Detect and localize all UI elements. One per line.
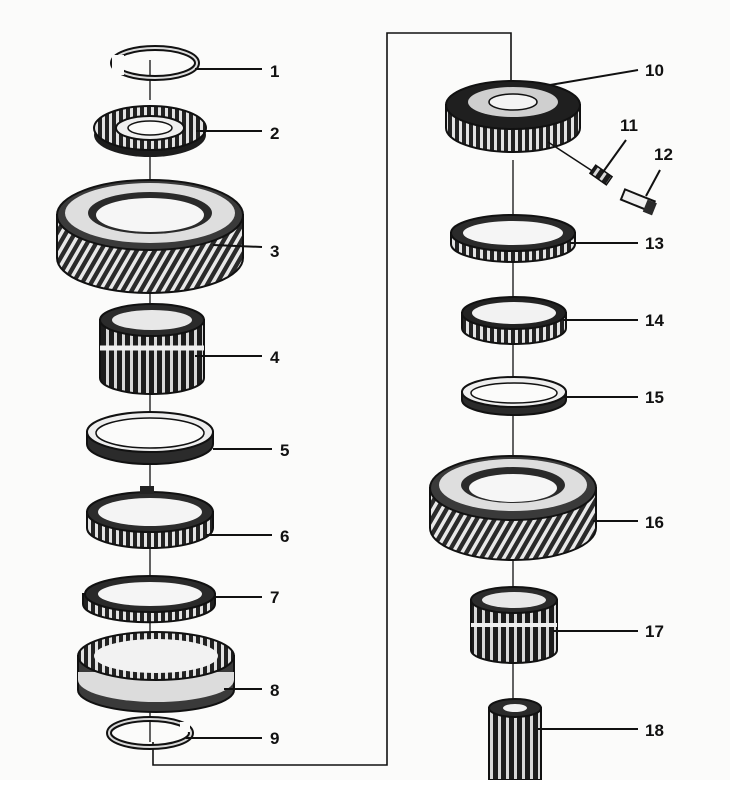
callout-7: 7 — [270, 588, 279, 607]
part-8-clutch-sleeve — [77, 631, 235, 713]
callout-6: 6 — [280, 527, 289, 546]
callout-17: 17 — [645, 622, 664, 641]
callout-2: 2 — [270, 124, 279, 143]
part-9-snap-ring — [106, 716, 194, 750]
part-12-pin — [619, 188, 657, 216]
part-2-splined-hub — [93, 105, 207, 157]
part-3-helical-gear — [56, 179, 244, 294]
callout-5: 5 — [280, 441, 289, 460]
leader-lines — [186, 68, 661, 739]
part-10-sync-hub — [445, 80, 581, 153]
callout-3: 3 — [270, 242, 279, 261]
callout-8: 8 — [270, 681, 279, 700]
callout-9: 9 — [270, 729, 279, 748]
callout-16: 16 — [645, 513, 664, 532]
part-1-snap-ring — [110, 45, 200, 81]
part-4-needle-bearing — [99, 303, 205, 395]
part-18-splined-shaft — [488, 698, 542, 781]
part-16-helical-gear — [429, 455, 597, 561]
callout-14: 14 — [645, 311, 664, 330]
part-6-blocker-ring — [86, 486, 214, 549]
callout-10: 10 — [645, 61, 664, 80]
part-17-needle-bearing — [470, 586, 558, 664]
callout-1: 1 — [270, 62, 279, 81]
part-11-spring — [547, 141, 614, 186]
part-5-sync-ring — [86, 411, 214, 465]
part-13-toothed-ring — [450, 214, 576, 263]
callout-15: 15 — [645, 388, 664, 407]
part-15-ring — [461, 376, 567, 416]
callout-13: 13 — [645, 234, 664, 253]
callout-labels: 1 2 3 4 5 6 7 8 9 10 11 12 13 14 15 16 1… — [270, 61, 673, 748]
callout-18: 18 — [645, 721, 664, 740]
callout-4: 4 — [270, 348, 280, 367]
connector-line — [152, 32, 512, 766]
part-14-toothed-ring — [461, 296, 567, 345]
part-7-toothed-ring — [82, 575, 216, 624]
callout-12: 12 — [654, 145, 673, 164]
callout-11: 11 — [620, 116, 638, 135]
